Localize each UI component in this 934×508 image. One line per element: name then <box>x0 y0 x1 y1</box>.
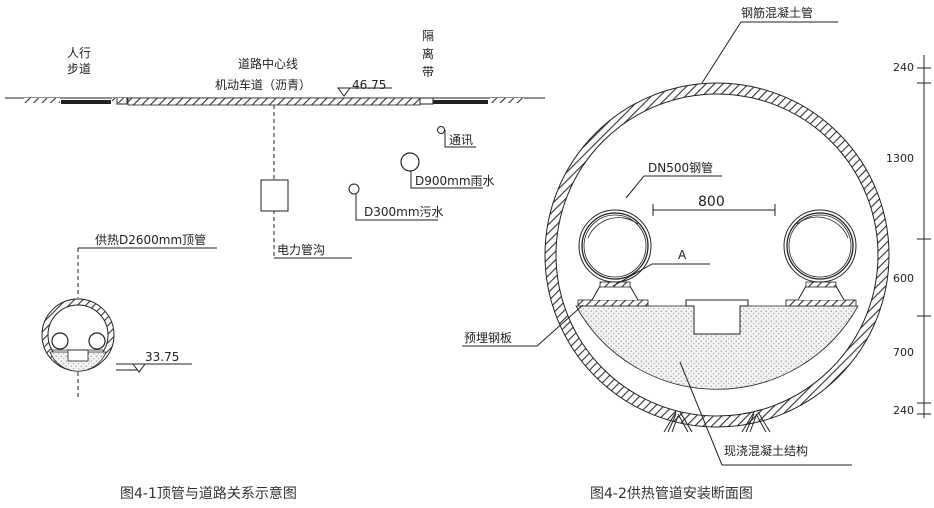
heating-pipe-small <box>41 298 115 372</box>
dim-240-top: 240 <box>893 61 914 74</box>
elevation-marker-pipe <box>132 363 146 373</box>
pipe-elevation: 33.75 <box>145 350 179 364</box>
embedded-plate-leader <box>462 304 584 347</box>
sidewalk-label-2: 步道 <box>67 62 91 76</box>
embedded-plate-right <box>785 299 857 307</box>
rain-pipe-label: D900mm雨水 <box>415 174 495 188</box>
sidewalk-hatch-right <box>490 98 524 103</box>
rain-pipe <box>400 152 420 172</box>
heating-pipe-label: 供热D2600mm顶管 <box>95 232 206 247</box>
sewer-pipe-label: D300mm污水 <box>364 205 444 219</box>
steel-pipe-right <box>783 209 857 283</box>
power-trench-label: 电力管沟 <box>277 242 325 257</box>
steel-pipe-leader <box>625 175 722 199</box>
road-elevation: 46.75 <box>352 78 386 92</box>
power-trench <box>260 179 289 212</box>
telecom-pipe <box>437 126 445 134</box>
dim-1300: 1300 <box>886 152 914 165</box>
telecom-label: 通讯 <box>449 133 473 147</box>
cast-concrete-leader <box>679 361 852 466</box>
height-dimensions <box>917 55 931 418</box>
dim-600: 600 <box>893 272 914 285</box>
steel-pipe-left <box>578 209 652 283</box>
left-figure: 人行 步道 道路中心线 机动车道（沥青） 46.75 隔 离 带 通讯 D900… <box>5 29 545 502</box>
sidewalk-hatch-left <box>24 98 60 103</box>
concrete-pipe-leader <box>701 21 838 84</box>
median-label-1: 隔 <box>422 29 434 43</box>
median-label-2: 离 <box>422 46 434 61</box>
sewer-pipe <box>348 183 360 195</box>
point-a-label: A <box>678 248 687 262</box>
spacing-value: 800 <box>698 194 725 210</box>
sidewalk-label-1: 人行 <box>67 46 91 60</box>
elevation-marker-road <box>337 87 351 97</box>
dim-700: 700 <box>893 346 914 359</box>
sidewalk-slab-right <box>433 100 488 104</box>
road-center-label: 道路中心线 <box>238 56 298 71</box>
cast-concrete-fill <box>575 305 859 390</box>
cast-concrete-label: 现浇混凝土结构 <box>724 443 808 458</box>
left-figure-caption: 图4-1顶管与道路关系示意图 <box>120 485 297 502</box>
road-surface <box>127 97 421 106</box>
median-curb <box>419 98 434 105</box>
central-channel <box>685 299 749 335</box>
embedded-plate-label: 预埋钢板 <box>464 331 512 345</box>
right-figure: 240 1300 600 700 240 钢筋混凝土管 DN500钢管 800 … <box>462 5 931 502</box>
right-figure-caption: 图4-2供热管道安装断面图 <box>590 486 753 502</box>
embedded-plate-left <box>577 299 649 307</box>
steel-pipe-label: DN500钢管 <box>648 160 713 175</box>
soil-symbols <box>663 411 771 433</box>
curb-left <box>116 98 128 105</box>
point-a-leader <box>612 263 710 287</box>
concrete-pipe-label: 钢筋混凝土管 <box>741 5 813 20</box>
sidewalk-slab <box>61 100 111 104</box>
lane-label: 机动车道（沥青） <box>215 77 311 92</box>
dim-240-bottom: 240 <box>893 404 914 417</box>
median-label-3: 带 <box>422 65 434 79</box>
